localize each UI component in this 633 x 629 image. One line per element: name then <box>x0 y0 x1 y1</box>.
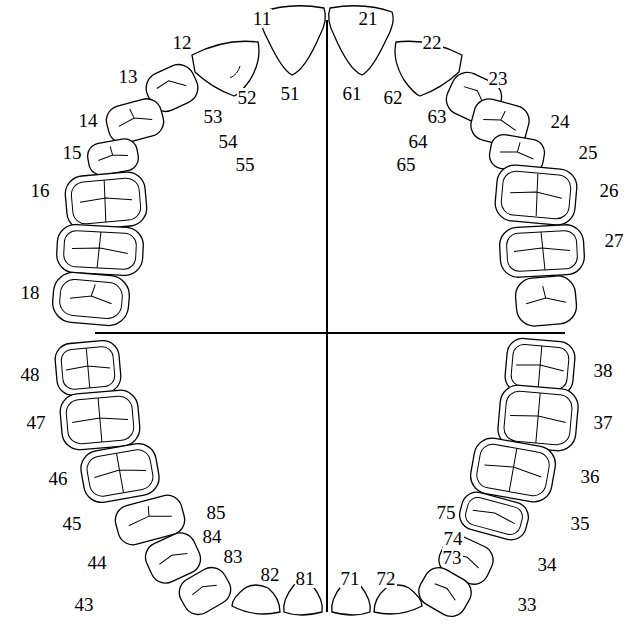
tooth-number: 16 <box>30 181 51 200</box>
tooth-number: 12 <box>172 33 193 52</box>
tooth-number: 81 <box>295 569 316 588</box>
tooth-number: 73 <box>442 548 463 567</box>
tooth-number: 85 <box>206 503 227 522</box>
tooth-number: 44 <box>87 553 108 572</box>
tooth-number: 72 <box>376 569 397 588</box>
tooth-number: 48 <box>20 365 41 384</box>
tooth-number: 61 <box>342 84 363 103</box>
tooth-number: 37 <box>593 413 614 432</box>
tooth-number: 35 <box>570 514 591 533</box>
tooth-number: 13 <box>118 67 139 86</box>
tooth-number: 83 <box>223 547 244 566</box>
tooth-number: 34 <box>537 555 558 574</box>
tooth-number: 14 <box>78 111 99 130</box>
tooth-number: 84 <box>202 527 223 546</box>
tooth-number: 36 <box>580 467 601 486</box>
premolars-molars <box>51 59 585 622</box>
tooth-number: 82 <box>260 565 281 584</box>
tooth-number: 63 <box>427 107 448 126</box>
tooth-number: 51 <box>280 84 301 103</box>
tooth-number: 65 <box>396 155 417 174</box>
tooth-number: 11 <box>252 9 272 28</box>
tooth-number: 74 <box>443 529 464 548</box>
tooth-number: 62 <box>383 88 404 107</box>
tooth-number: 71 <box>340 569 361 588</box>
tooth-number: 18 <box>20 283 41 302</box>
incisors <box>192 6 462 615</box>
tooth-number: 21 <box>358 9 379 28</box>
tooth-number: 33 <box>517 595 538 614</box>
tooth-number: 27 <box>604 231 625 250</box>
tooth-number: 15 <box>62 143 83 162</box>
tooth-number: 43 <box>74 595 95 614</box>
tooth-number: 25 <box>578 143 599 162</box>
occlusal-line <box>95 332 565 334</box>
tooth-number: 75 <box>436 503 457 522</box>
tooth-number: 22 <box>422 33 443 52</box>
tooth-number: 54 <box>218 132 239 151</box>
tooth-number: 26 <box>599 181 620 200</box>
tooth-number: 47 <box>26 413 47 432</box>
tooth-number: 38 <box>593 361 614 380</box>
tooth-number: 52 <box>237 88 258 107</box>
tooth-number: 55 <box>235 155 256 174</box>
tooth-number: 23 <box>488 69 509 88</box>
midline <box>326 20 328 612</box>
tooth-number: 46 <box>48 469 69 488</box>
tooth-number: 24 <box>550 112 571 131</box>
tooth-number: 45 <box>62 514 83 533</box>
tooth-number: 64 <box>408 132 429 151</box>
tooth-number: 53 <box>203 107 224 126</box>
